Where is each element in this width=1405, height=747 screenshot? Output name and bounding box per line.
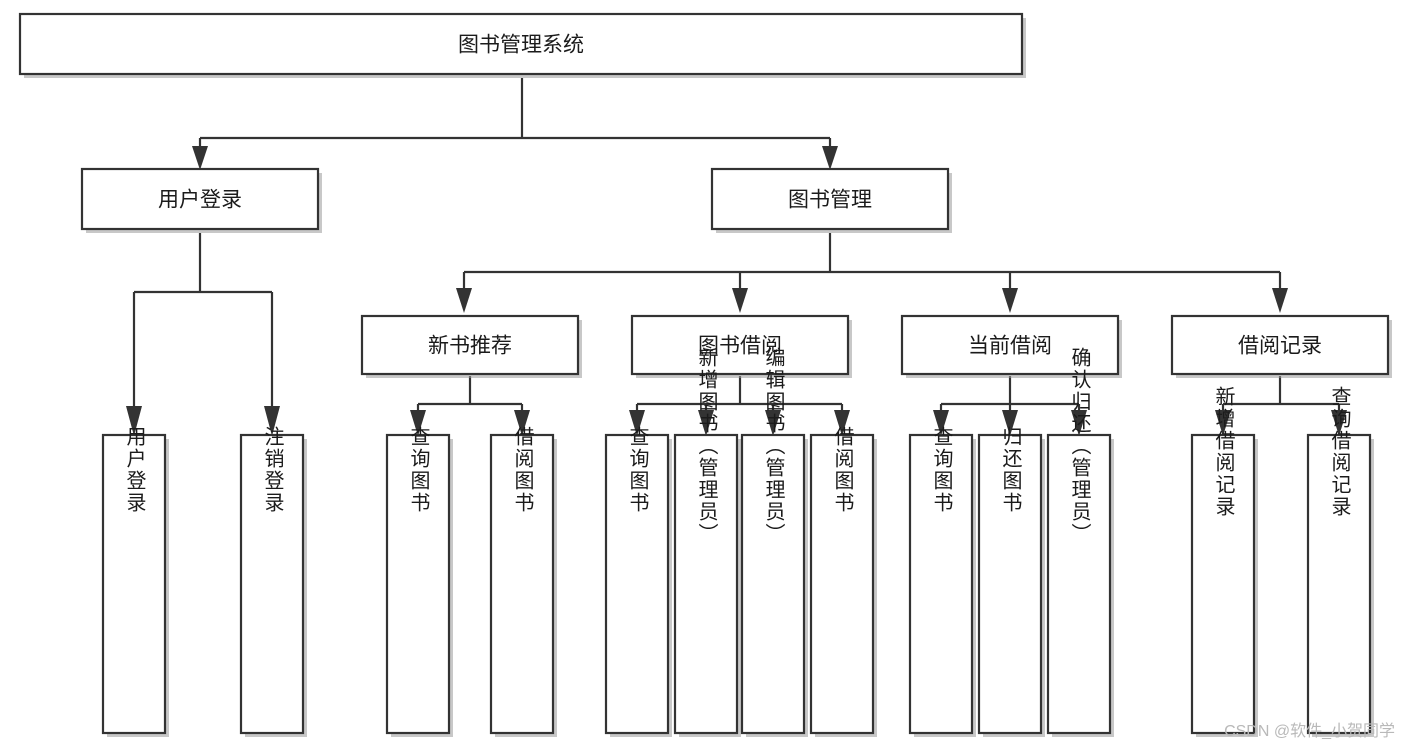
node-book-borrow-box[interactable] <box>630 314 850 376</box>
leaf-user-login-label: 用户登录 <box>123 426 146 514</box>
leaf-confirm-return[interactable]: 确认归还（管理员） <box>1046 347 1114 737</box>
arrow-to-current-borrow-icon <box>1002 288 1018 313</box>
arrow-to-leaf-query-book-2-icon <box>629 410 645 436</box>
node-new-book-recommend[interactable]: 新书推荐 <box>360 314 582 378</box>
leaf-add-record-label: 新增借阅记录 <box>1212 386 1235 518</box>
leaf-query-book-2-box[interactable] <box>604 433 670 735</box>
leaf-query-book-2[interactable]: 查询图书 <box>604 426 672 737</box>
leaf-user-login[interactable]: 用户登录 <box>101 426 169 737</box>
node-current-borrow-box[interactable] <box>900 314 1120 376</box>
leaf-return-book[interactable]: 归还图书 <box>977 426 1045 737</box>
arrow-to-leaf-borrow-book-1-icon <box>514 410 530 436</box>
leaf-borrow-book-1-label: 借阅图书 <box>511 426 534 514</box>
arrow-to-new-book-recommend-icon <box>456 288 472 313</box>
leaf-query-book-1-box[interactable] <box>385 433 451 735</box>
arrow-to-leaf-logout-icon <box>264 406 280 436</box>
leaf-logout-label: 注销登录 <box>261 426 284 514</box>
leaf-add-record-box[interactable] <box>1190 433 1256 735</box>
leaf-edit-book-label: 编辑图书（管理员） <box>762 347 785 545</box>
node-book-borrow[interactable]: 图书借阅 <box>630 314 852 378</box>
leaf-borrow-book-1-box[interactable] <box>489 433 555 735</box>
arrow-to-leaf-add-book-icon <box>698 410 714 436</box>
leaf-logout-box[interactable] <box>239 433 305 735</box>
arrow-to-book-management-icon <box>822 146 838 170</box>
arrow-to-leaf-query-book-1-icon <box>410 410 426 436</box>
leaf-return-book-label: 归还图书 <box>999 426 1022 514</box>
node-root[interactable]: 图书管理系统 <box>18 12 1026 78</box>
leaf-add-book-label: 新增图书（管理员） <box>695 347 718 545</box>
node-current-borrow-label: 当前借阅 <box>968 335 1052 358</box>
leaf-logout[interactable]: 注销登录 <box>239 426 307 737</box>
leaf-return-book-box[interactable] <box>977 433 1043 735</box>
leaf-query-book-3-label: 查询图书 <box>930 426 953 514</box>
leaf-query-record-label: 查询借阅记录 <box>1328 386 1351 518</box>
node-current-borrow[interactable]: 当前借阅 <box>900 314 1122 378</box>
arrow-to-leaf-query-record-icon <box>1331 410 1347 436</box>
node-new-book-recommend-box[interactable] <box>360 314 580 376</box>
leaf-query-book-1-label: 查询图书 <box>407 426 430 514</box>
leaf-borrow-book-2-box[interactable] <box>809 433 875 735</box>
node-book-borrow-label: 图书借阅 <box>698 335 782 358</box>
arrow-to-leaf-query-book-3-icon <box>933 410 949 436</box>
arrow-to-leaf-confirm-return-icon <box>1071 410 1087 436</box>
leaf-borrow-book-2-label: 借阅图书 <box>831 426 854 514</box>
leaf-edit-book[interactable]: 编辑图书（管理员） <box>740 347 808 737</box>
arrow-to-leaf-return-book-icon <box>1002 410 1018 436</box>
node-book-management-label: 图书管理 <box>788 189 872 212</box>
arrow-to-leaf-borrow-book-2-icon <box>834 410 850 436</box>
arrow-to-leaf-user-login-icon <box>126 406 142 436</box>
node-user-login-box[interactable] <box>80 167 320 231</box>
arrow-to-book-borrow-icon <box>732 288 748 313</box>
leaf-user-login-box[interactable] <box>101 433 167 735</box>
arrow-to-leaf-add-record-icon <box>1215 410 1231 436</box>
leaf-borrow-book-2[interactable]: 借阅图书 <box>809 426 877 737</box>
leaf-query-book-3[interactable]: 查询图书 <box>908 426 976 737</box>
leaf-edit-book-box[interactable] <box>740 433 806 735</box>
node-root-label: 图书管理系统 <box>458 34 584 57</box>
leaf-add-book[interactable]: 新增图书（管理员） <box>673 347 741 737</box>
arrow-to-user-login-icon <box>192 146 208 170</box>
connector-layer <box>126 78 1347 436</box>
node-user-login[interactable]: 用户登录 <box>80 167 322 233</box>
node-borrow-record-box[interactable] <box>1170 314 1390 376</box>
node-user-login-label: 用户登录 <box>158 189 242 212</box>
leaf-query-book-3-box[interactable] <box>908 433 974 735</box>
leaf-query-record[interactable]: 查询借阅记录 <box>1306 386 1374 737</box>
leaf-add-record[interactable]: 新增借阅记录 <box>1190 386 1258 737</box>
node-book-management[interactable]: 图书管理 <box>710 167 952 233</box>
node-root-box[interactable] <box>18 12 1024 76</box>
leaf-confirm-return-label: 确认归还（管理员） <box>1068 347 1091 545</box>
arrow-to-borrow-record-icon <box>1272 288 1288 313</box>
leaf-query-book-2-label: 查询图书 <box>626 426 649 514</box>
node-new-book-recommend-label: 新书推荐 <box>428 335 512 358</box>
leaf-query-record-box[interactable] <box>1306 433 1372 735</box>
leaf-borrow-book-1[interactable]: 借阅图书 <box>489 426 557 737</box>
arrow-to-leaf-edit-book-icon <box>765 410 781 436</box>
node-borrow-record[interactable]: 借阅记录 <box>1170 314 1392 378</box>
leaf-add-book-box[interactable] <box>673 433 739 735</box>
node-borrow-record-label: 借阅记录 <box>1238 335 1322 358</box>
node-book-management-box[interactable] <box>710 167 950 231</box>
leaf-query-book-1[interactable]: 查询图书 <box>385 426 453 737</box>
leaf-confirm-return-box[interactable] <box>1046 433 1112 735</box>
